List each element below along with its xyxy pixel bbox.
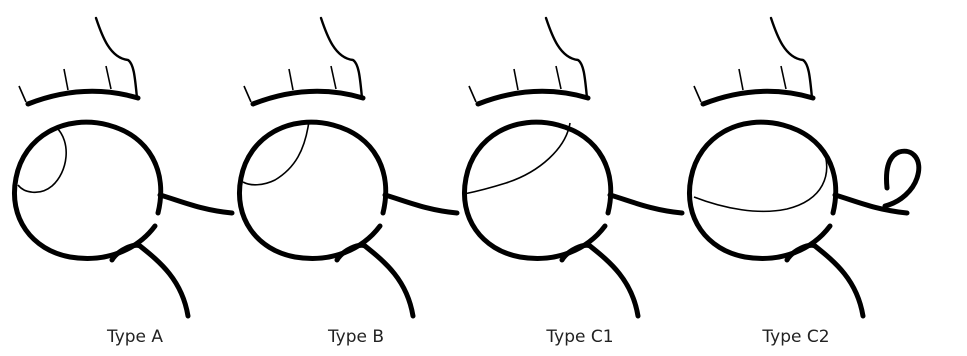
- inner-curve-c2: [694, 148, 827, 211]
- hook-c2: [885, 151, 919, 206]
- panel-type-c2: [689, 18, 918, 316]
- inner-curve-c1: [464, 123, 570, 194]
- panel-type-b: [239, 18, 457, 316]
- label-type-a: Type A: [55, 327, 215, 347]
- panel-type-c1: [464, 18, 682, 316]
- panel-type-a: [14, 18, 232, 316]
- label-type-c2: Type C2: [716, 327, 876, 347]
- label-type-b: Type B: [276, 327, 436, 347]
- label-type-c1: Type C1: [500, 327, 660, 347]
